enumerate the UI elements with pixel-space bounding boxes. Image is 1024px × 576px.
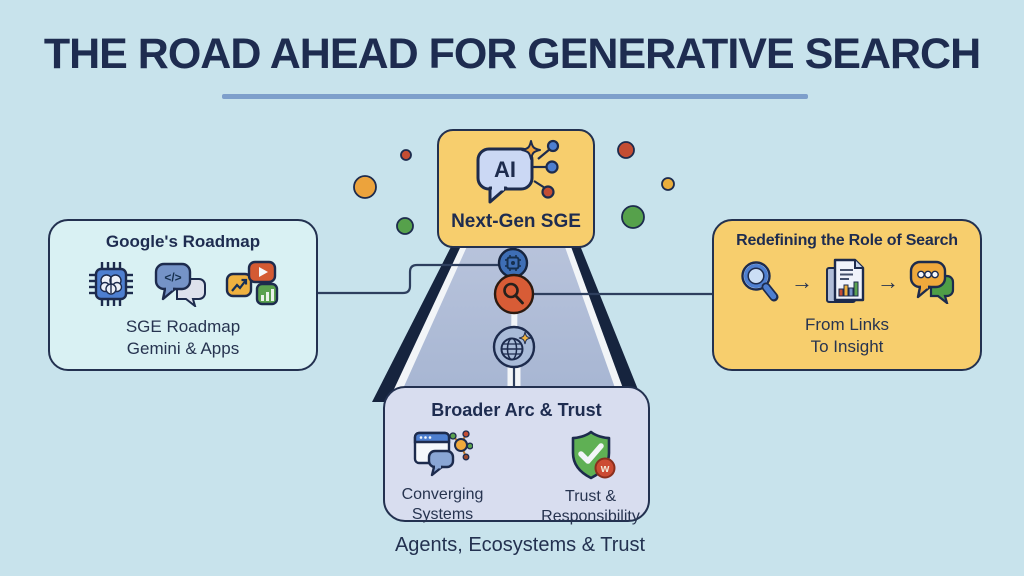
ai-label: AI	[494, 157, 516, 182]
card-googles-roadmap: Google's Roadmap	[48, 219, 318, 371]
card-body-line: To Insight	[810, 337, 884, 357]
sparkle-icon	[518, 331, 532, 345]
card-redefining-search: Redefining the Role of Search →	[712, 219, 982, 371]
title-underline	[222, 94, 808, 99]
ai-chat-bubble-icon: AI	[476, 139, 560, 204]
connector-left	[318, 263, 499, 295]
milestone-globe-icon	[492, 325, 536, 369]
trust-responsibility-item: w Trust & Responsibility	[532, 429, 650, 527]
report-document-icon	[826, 258, 865, 303]
card-body-text: SGE Roadmap Gemini & Apps	[126, 316, 240, 360]
card-broader-arc-trust: Broader Arc & Trust	[383, 386, 650, 525]
decorative-dot	[353, 175, 377, 199]
converging-systems-item: Converging Systems	[384, 429, 502, 527]
trust-shield-icon: w	[571, 430, 615, 480]
card-body-line: SGE Roadmap	[125, 317, 241, 336]
ai-chip-icon	[89, 262, 133, 306]
card-title: Google's Roadmap	[105, 232, 261, 251]
card-title: Redefining the Role of Search	[736, 232, 958, 249]
item-label: Converging Systems	[401, 486, 484, 523]
milestone-chip-icon	[497, 247, 529, 279]
page-title: THE ROAD AHEAD FOR GENERATIVE SEARCH	[43, 30, 981, 78]
magnifier-icon	[741, 261, 779, 302]
decorative-dot	[661, 177, 675, 191]
decorative-dots	[353, 141, 675, 235]
decorative-dot	[400, 149, 412, 161]
item-label: Trust & Responsibility	[541, 488, 640, 525]
decorative-dot	[396, 217, 414, 235]
footer-caption: Agents, Ecosystems & Trust	[394, 534, 646, 556]
card-title: Broader Arc & Trust	[431, 400, 602, 420]
card-label: Next-Gen SGE	[451, 211, 581, 232]
arrow-right-icon: →	[791, 269, 813, 294]
decorative-dot	[621, 205, 645, 229]
chat-bubbles-icon	[909, 260, 955, 304]
code-glyph: </>	[164, 271, 181, 285]
card-body-line: Gemini & Apps	[126, 339, 240, 359]
decorative-dot	[617, 141, 635, 159]
milestone-search-icon	[493, 273, 535, 315]
arrow-right-icon: →	[877, 269, 899, 294]
road-surface	[397, 233, 620, 402]
card-body-text: From Links To Insight	[805, 314, 889, 358]
converging-systems-icon	[413, 430, 473, 477]
sparkle-icon	[521, 140, 541, 160]
card-next-gen-sge: AI Next-Gen SGE	[437, 129, 595, 248]
card-body-line: From Links	[804, 315, 890, 334]
code-chat-icon: </>	[154, 262, 206, 307]
badge-letter: w	[599, 463, 609, 475]
apps-icon	[225, 260, 279, 306]
